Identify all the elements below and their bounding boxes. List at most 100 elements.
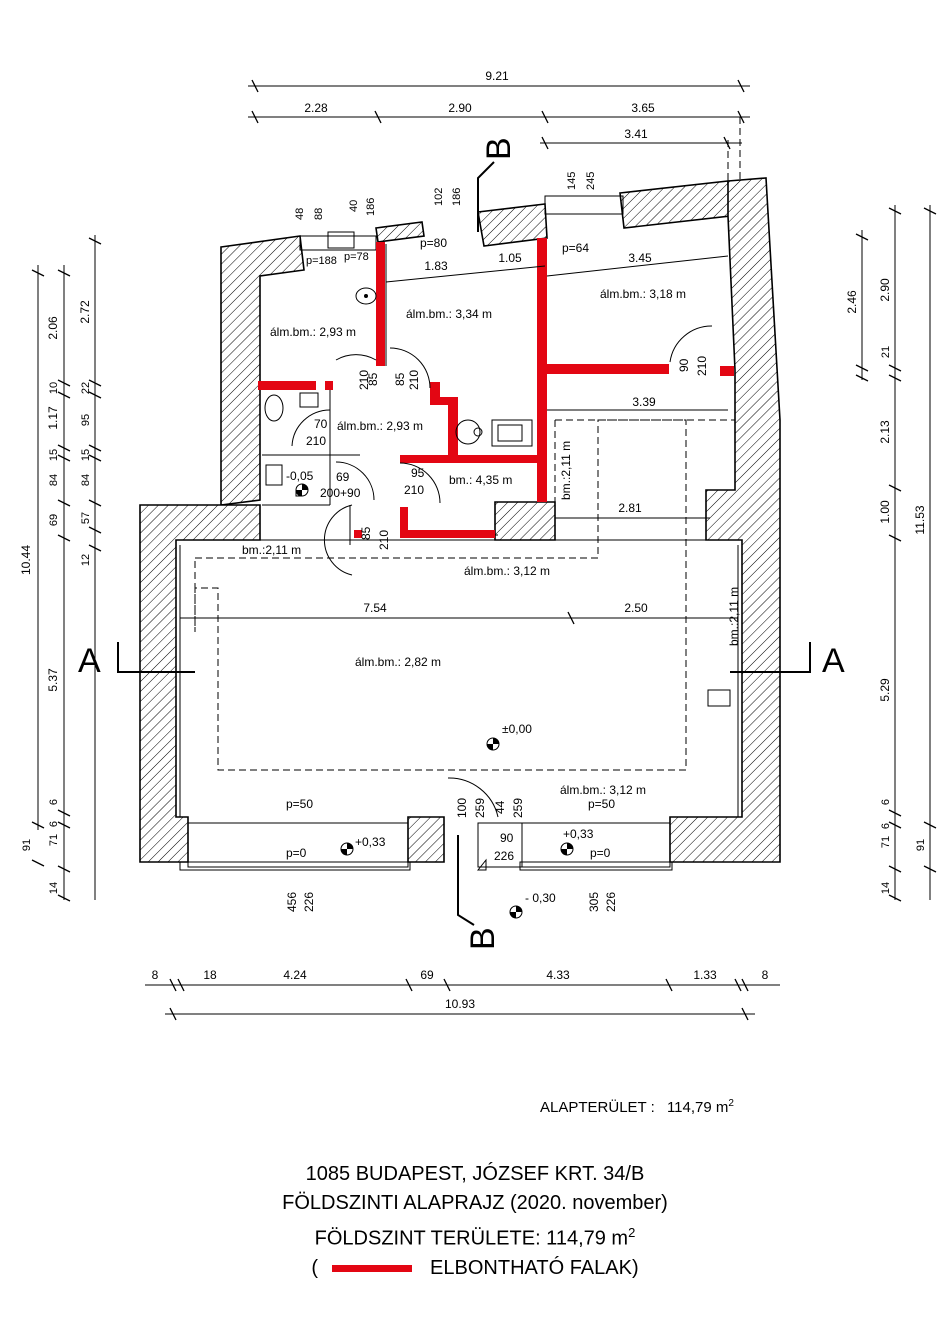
level-value: - 0,30 xyxy=(525,891,556,905)
svg-text:70: 70 xyxy=(314,417,328,431)
dim-top-4: 3.41 xyxy=(624,127,648,141)
demolishable-walls xyxy=(258,238,734,538)
svg-text:210: 210 xyxy=(377,530,391,550)
svg-text:15: 15 xyxy=(48,449,60,461)
svg-text:p=64: p=64 xyxy=(562,241,589,255)
svg-text:15: 15 xyxy=(80,449,92,461)
interior-dimensions: 1.83 1.05 3.45 3.39 2.81 7.54 2.50 p=80 … xyxy=(180,236,738,625)
room-label: bm.:2,11 m xyxy=(727,587,741,646)
svg-text:71: 71 xyxy=(48,834,60,846)
svg-text:p=0: p=0 xyxy=(286,846,307,860)
svg-text:2.81: 2.81 xyxy=(618,501,642,515)
svg-text:14: 14 xyxy=(48,882,60,894)
svg-text:p=50: p=50 xyxy=(286,797,313,811)
svg-text:91: 91 xyxy=(915,839,927,851)
svg-text:4.24: 4.24 xyxy=(283,968,307,982)
section-a-left: A xyxy=(78,642,101,680)
svg-text:456: 456 xyxy=(285,892,299,912)
svg-text:6: 6 xyxy=(48,821,60,827)
section-b-bottom: B xyxy=(464,927,502,950)
dim-top-3: 3.65 xyxy=(631,101,655,115)
svg-text:2.50: 2.50 xyxy=(624,601,648,615)
level-marker-icon xyxy=(295,483,309,497)
caption-block: 1085 BUDAPEST, JÓZSEF KRT. 34/B FÖLDSZIN… xyxy=(0,1160,950,1283)
caption-legend: (ELBONTHATÓ FALAK) xyxy=(311,1256,639,1279)
svg-text:210: 210 xyxy=(407,370,421,390)
room-label: bm.:2,11 m xyxy=(242,543,301,557)
level-value: ±0,00 xyxy=(502,722,532,736)
kitchen-sink-icon xyxy=(491,419,533,447)
level-marker-icon xyxy=(560,842,574,856)
svg-text:91: 91 xyxy=(21,839,33,851)
svg-text:305: 305 xyxy=(587,892,601,912)
svg-text:p=188: p=188 xyxy=(306,255,337,267)
top-dimension-chain: 9.21 2.28 2.90 3.65 3.41 xyxy=(248,69,750,185)
svg-text:3.45: 3.45 xyxy=(628,251,652,265)
parapet-labels: p=50 p=50 p=0 p=0 456 226 305 226 xyxy=(285,797,618,912)
level-marker-icon xyxy=(509,905,523,919)
svg-text:88: 88 xyxy=(313,208,325,220)
section-b-top: B xyxy=(480,137,518,160)
shower-icon xyxy=(265,464,283,486)
caption-title: FÖLDSZINTI ALAPRAJZ (2020. november) xyxy=(282,1192,668,1214)
svg-text:95: 95 xyxy=(411,466,425,480)
svg-text:1.33: 1.33 xyxy=(693,968,717,982)
svg-text:2.90: 2.90 xyxy=(878,278,892,302)
section-a-right: A xyxy=(822,642,845,680)
structural-walls xyxy=(139,177,781,871)
svg-text:7.54: 7.54 xyxy=(363,601,387,615)
svg-text:1.05: 1.05 xyxy=(498,251,522,265)
dim-total-bottom: 10.93 xyxy=(445,997,475,1011)
legend-text: ELBONTHATÓ FALAK) xyxy=(430,1256,639,1279)
svg-text:71: 71 xyxy=(880,836,892,848)
svg-text:48: 48 xyxy=(294,208,306,220)
svg-text:84: 84 xyxy=(48,474,60,486)
svg-text:85: 85 xyxy=(366,372,380,386)
svg-text:102: 102 xyxy=(433,188,445,206)
window-dims-top: 48 88 40 186 102 186 145 245 xyxy=(294,172,597,220)
caption-floor-area: FÖLDSZINT TERÜLETE: 114,79 m2 xyxy=(314,1225,636,1250)
svg-text:5.29: 5.29 xyxy=(878,678,892,702)
svg-text:8: 8 xyxy=(762,968,769,982)
level-value: +0,33 xyxy=(563,827,594,841)
door-dimensions: 85 210 85 210 70 210 69 200+90 95 210 85… xyxy=(306,356,709,863)
sink-icon xyxy=(355,287,377,305)
svg-text:14: 14 xyxy=(880,882,892,894)
room-labels: álm.bm.: 2,93 m álm.bm.: 3,34 m álm.bm.:… xyxy=(242,287,741,797)
level-marker-icon xyxy=(486,737,500,751)
room-label: bm.: 4,35 m xyxy=(449,473,512,487)
svg-text:2.46: 2.46 xyxy=(845,290,859,314)
area-note: ALAPTERÜLET : 114,79 m2 xyxy=(540,1098,734,1116)
svg-text:p=78: p=78 xyxy=(344,251,369,263)
svg-text:226: 226 xyxy=(302,892,316,912)
svg-text:69: 69 xyxy=(336,470,350,484)
svg-text:10: 10 xyxy=(48,382,60,394)
dim-top-1: 2.28 xyxy=(304,101,328,115)
dim-left-total: 10.44 xyxy=(19,545,33,575)
svg-text:200+90: 200+90 xyxy=(320,486,361,500)
demolishable-wall-legend-swatch xyxy=(332,1264,413,1272)
dim-total-width: 9.21 xyxy=(485,69,509,83)
svg-text:40: 40 xyxy=(348,200,360,212)
svg-text:p=0: p=0 xyxy=(590,846,611,860)
svg-text:p=80: p=80 xyxy=(420,236,447,250)
caption-address: 1085 BUDAPEST, JÓZSEF KRT. 34/B xyxy=(305,1163,645,1185)
svg-text:84: 84 xyxy=(80,474,92,486)
svg-text:90: 90 xyxy=(677,358,691,372)
area-label: ALAPTERÜLET : xyxy=(540,1099,655,1116)
svg-text:57: 57 xyxy=(80,512,92,524)
door-swings xyxy=(291,325,713,871)
svg-text:6: 6 xyxy=(880,799,892,805)
room-label: álm.bm.: 3,12 m xyxy=(464,564,550,578)
svg-text:186: 186 xyxy=(451,188,463,206)
room-label: álm.bm.: 2,82 m xyxy=(355,655,441,669)
svg-text:245: 245 xyxy=(585,172,597,190)
level-value: +0,33 xyxy=(355,835,386,849)
svg-text:1.17: 1.17 xyxy=(46,406,60,430)
room-label: álm.bm.: 2,93 m xyxy=(270,325,356,339)
svg-text:90: 90 xyxy=(500,831,514,845)
svg-text:226: 226 xyxy=(604,892,618,912)
level-marker-icon xyxy=(340,842,354,856)
right-dimension-chain: 2.46 2.90 21 2.13 11.53 1.00 5.29 6 91 6… xyxy=(845,205,937,902)
svg-text:1.83: 1.83 xyxy=(424,259,448,273)
